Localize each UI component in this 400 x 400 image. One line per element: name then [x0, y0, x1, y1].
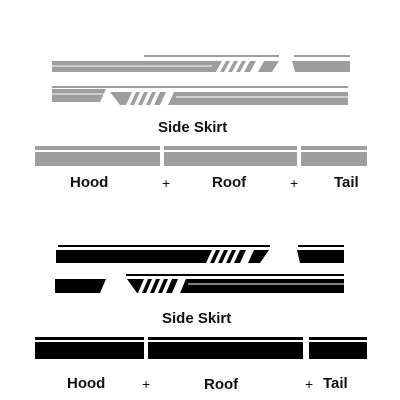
black-roof-label: Roof: [204, 376, 239, 393]
black-plus-2: +: [305, 376, 314, 392]
gray-hood-stripe: [35, 146, 160, 166]
gray-tail-stripe: [301, 146, 367, 166]
gray-side-stripe-lower: [52, 86, 348, 105]
black-side-stripe-upper-right: [297, 245, 344, 263]
black-side-stripe-lower: [126, 274, 344, 293]
black-hood-label: Hood: [67, 375, 106, 392]
gray-decal-set: [35, 55, 367, 166]
black-tail-stripe: [309, 337, 367, 359]
black-roof-stripe: [148, 337, 303, 359]
gray-plus-1: +: [162, 175, 171, 191]
black-side-stripe-upper: [56, 245, 270, 263]
black-hood-stripe: [35, 337, 144, 359]
gray-roof-stripe: [164, 146, 297, 166]
black-side-stripe-lower-left: [55, 279, 106, 293]
black-plus-1: +: [142, 376, 151, 392]
black-decal-set: [35, 245, 367, 359]
black-tail-label: Tail: [323, 375, 348, 392]
gray-side-stripe-lower-left: [52, 89, 106, 102]
gray-plus-2: +: [290, 175, 299, 191]
gray-roof-label: Roof: [212, 174, 247, 191]
gray-tail-label: Tail: [334, 174, 359, 191]
gray-side-stripe-upper-right: [292, 55, 350, 72]
black-side-skirt-label: Side Skirt: [162, 310, 232, 327]
gray-hood-label: Hood: [70, 174, 109, 191]
gray-side-skirt-label: Side Skirt: [158, 119, 228, 136]
gray-side-stripe-upper: [52, 55, 279, 72]
